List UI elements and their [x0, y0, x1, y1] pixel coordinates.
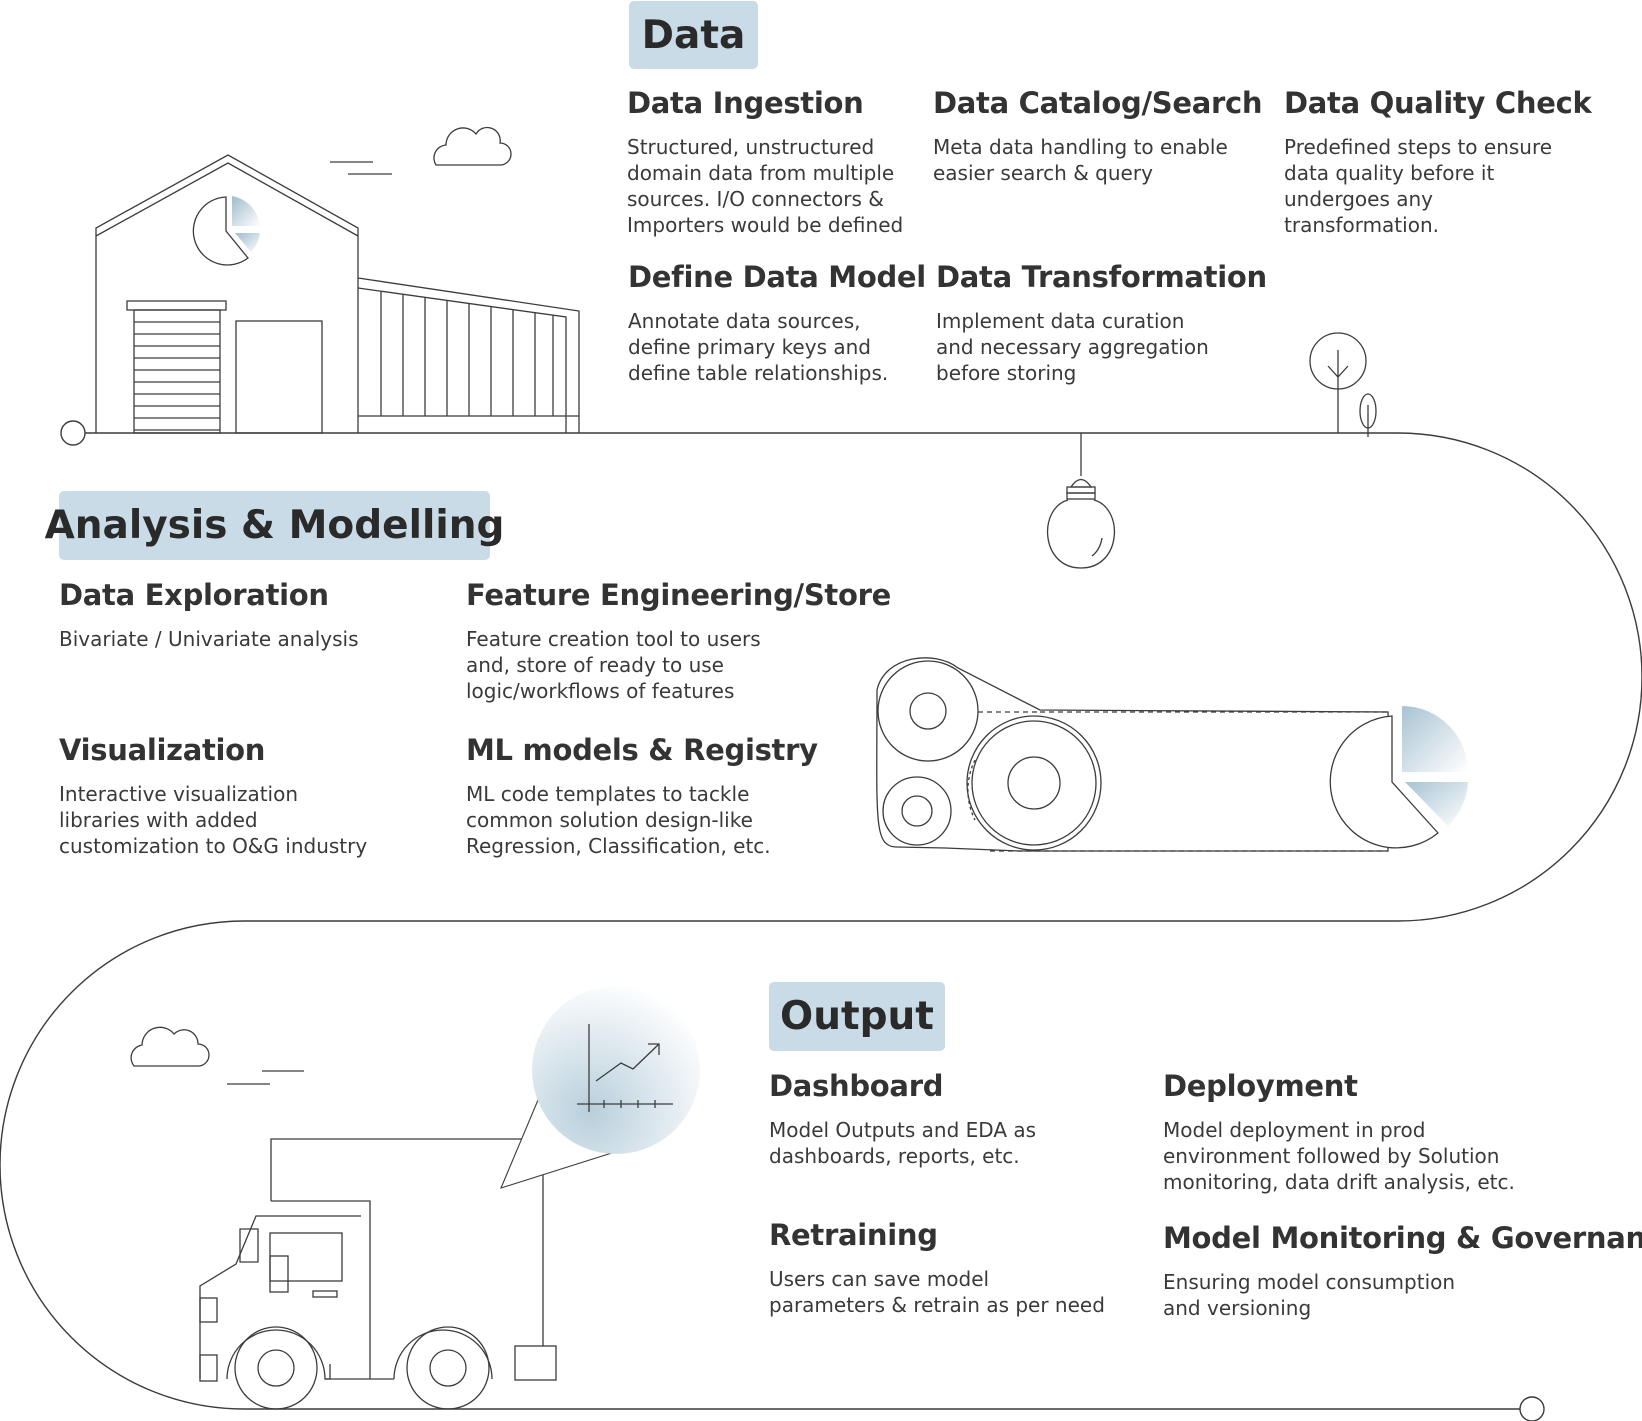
card-data-quality: Data Quality Check Predefined steps to e…: [1284, 86, 1592, 238]
card-title: Retraining: [769, 1218, 938, 1252]
cloud-lines-icon: [330, 161, 392, 175]
section-badge-analysis: Analysis & Modelling: [45, 491, 504, 560]
card-title: Data Exploration: [59, 578, 329, 612]
card-retraining: Retraining Users can save model paramete…: [769, 1218, 1109, 1318]
tree-icon: [1309, 332, 1377, 437]
card-description: Annotate data sources, define primary ke…: [628, 309, 889, 385]
card-description: Meta data handling to enable easier sear…: [933, 135, 1228, 185]
card-description: Users can save model parameters & retrai…: [769, 1267, 1105, 1317]
truck-icon: [199, 1138, 557, 1410]
card-title: Define Data Model: [628, 260, 926, 294]
card-description: Ensuring model consumption and versionin…: [1163, 1270, 1456, 1320]
card-description: Implement data curation and necessary ag…: [936, 309, 1209, 385]
start-node-icon: [60, 420, 86, 446]
timeline-path: [0, 420, 1642, 1421]
cloud-icon: [433, 126, 512, 166]
card-description: Model deployment in prod environment fol…: [1163, 1118, 1515, 1194]
pie-chart-icon: [1329, 706, 1468, 849]
card-dashboard: Dashboard Model Outputs and EDA as dashb…: [769, 1069, 1069, 1169]
card-title: Data Quality Check: [1284, 86, 1592, 120]
card-data-ingestion: Data Ingestion Structured, unstructured …: [627, 86, 907, 238]
card-title: Model Monitoring & Governance: [1163, 1221, 1642, 1255]
end-node-icon: [1519, 1396, 1545, 1421]
card-description: Predefined steps to ensure data quality …: [1284, 135, 1553, 237]
section-badge-data: Data: [629, 1, 758, 69]
card-deployment: Deployment Model deployment in prod envi…: [1163, 1069, 1563, 1195]
section-badge-output: Output: [769, 982, 945, 1051]
card-ml-models: ML models & Registry ML code templates t…: [466, 733, 818, 859]
warehouse-pie-icon: [192, 196, 260, 266]
card-description: Model Outputs and EDA as dashboards, rep…: [769, 1118, 1037, 1168]
card-model-monitoring: Model Monitoring & Governance Ensuring m…: [1163, 1221, 1642, 1321]
card-visualization: Visualization Interactive visualization …: [59, 733, 379, 859]
card-title: ML models & Registry: [466, 733, 818, 767]
card-title: Dashboard: [769, 1069, 944, 1103]
card-data-exploration: Data Exploration Bivariate / Univariate …: [59, 578, 399, 652]
card-title: Visualization: [59, 733, 266, 767]
card-title: Data Ingestion: [627, 86, 864, 120]
card-feature-engineering: Feature Engineering/Store Feature creati…: [466, 578, 891, 704]
cloud-lines-icon: [227, 1070, 304, 1085]
card-title: Data Transformation: [936, 260, 1267, 294]
card-description: Feature creation tool to users and, stor…: [466, 627, 761, 703]
conveyor-icon: [876, 657, 1389, 852]
card-description: Bivariate / Univariate analysis: [59, 627, 359, 651]
card-define-data-model: Define Data Model Annotate data sources,…: [628, 260, 926, 386]
card-description: ML code templates to tackle common solut…: [466, 782, 771, 858]
cloud-icon: [130, 1026, 210, 1067]
lightbulb-icon: [1047, 433, 1115, 569]
line-chart-icon: [500, 986, 700, 1189]
card-data-catalog: Data Catalog/Search Meta data handling t…: [933, 86, 1263, 186]
card-description: Interactive visualization libraries with…: [59, 782, 368, 858]
card-data-transformation: Data Transformation Implement data curat…: [936, 260, 1267, 386]
card-title: Feature Engineering/Store: [466, 578, 891, 612]
card-description: Structured, unstructured domain data fro…: [627, 135, 904, 237]
card-title: Deployment: [1163, 1069, 1358, 1103]
warehouse-icon: [95, 154, 580, 434]
card-title: Data Catalog/Search: [933, 86, 1263, 120]
